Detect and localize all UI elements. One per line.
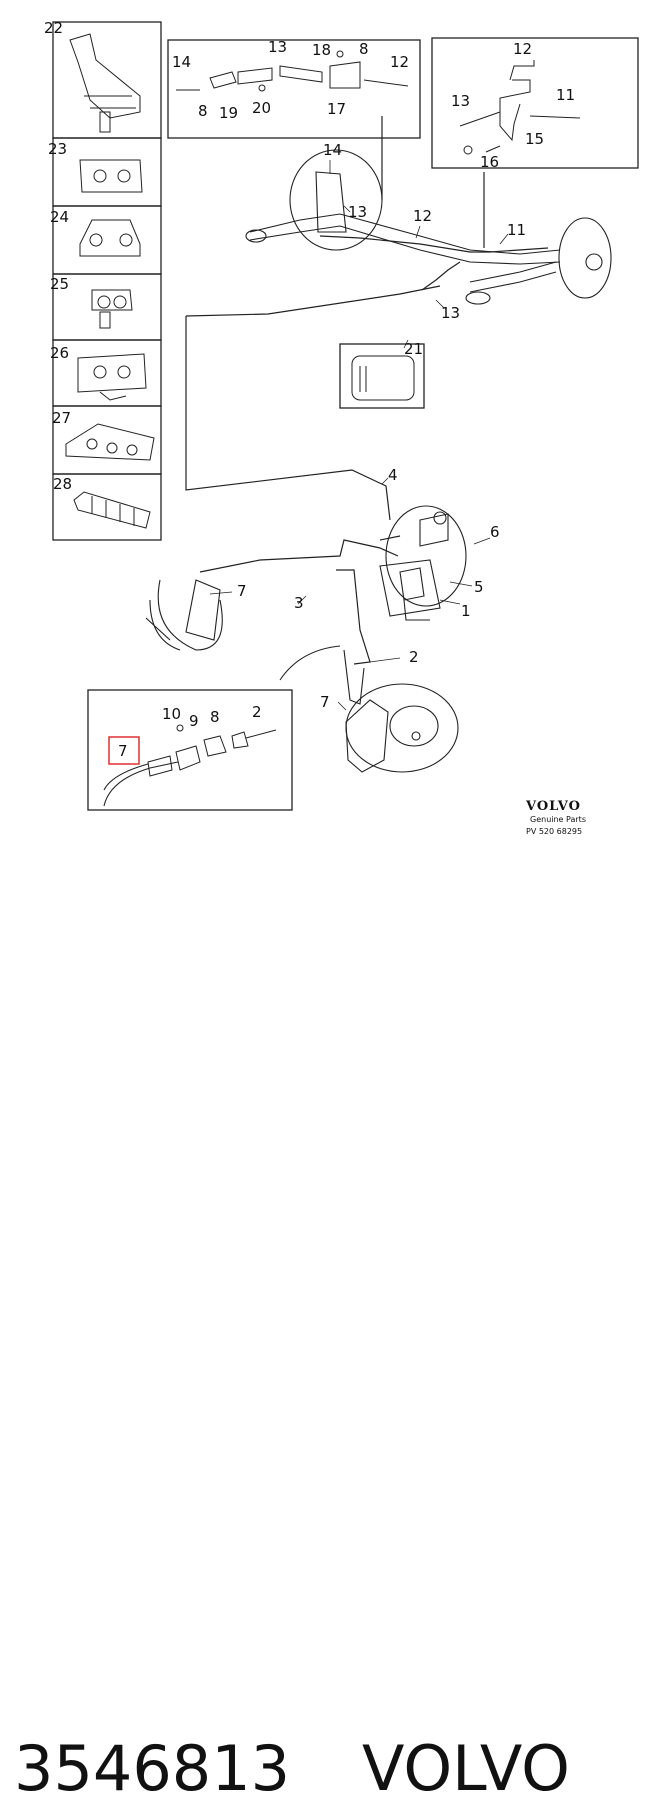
callout-detail-13: 13: [268, 38, 287, 56]
clip-26-drawing: [77, 353, 147, 401]
callout-rear-16: 16: [480, 153, 499, 171]
clip-21-box: [339, 343, 425, 409]
callout-axle-14: 14: [323, 141, 342, 159]
callout-labels: 22 23 24 25 26 27 28 14 13 18 8 12 8 19 …: [44, 19, 575, 760]
callout-rear-13: 13: [451, 92, 470, 110]
callout-23: 23: [48, 140, 67, 158]
callout-axle-13b: 13: [441, 304, 460, 322]
clip-22-drawing: [69, 33, 141, 133]
callout-detail-20: 20: [252, 99, 271, 117]
part-number: 3546813: [14, 1732, 291, 1805]
callout-hose-7b: 7: [320, 693, 330, 711]
callout-27: 27: [52, 409, 71, 427]
manufacturer-name: VOLVO: [362, 1732, 570, 1805]
clip-24-drawing: [79, 219, 141, 257]
callout-detail-17: 17: [327, 100, 346, 118]
brand-genuine: Genuine Parts: [530, 815, 586, 824]
front-left-brake-disc: [145, 579, 223, 651]
callout-rear-11: 11: [556, 86, 575, 104]
callout-detail-19: 19: [219, 104, 238, 122]
callout-master-1: 1: [461, 602, 471, 620]
callout-detail-14: 14: [172, 53, 191, 71]
callout-highlight-7: 7: [118, 742, 128, 760]
callout-clip-21: 21: [404, 340, 423, 358]
brand-code: PV 520 68295: [526, 827, 582, 836]
callout-axle-11: 11: [507, 221, 526, 239]
front-brake-lines: [199, 535, 401, 665]
clip-23-drawing: [79, 159, 143, 193]
clip-27-drawing: [65, 423, 155, 461]
brake-line-exploded-diagram: 22 23 24 25 26 27 28 14 13 18 8 12 8 19 …: [44, 19, 639, 836]
rear-axle-assembly: [245, 149, 612, 305]
footer-caption: 3546813 VOLVO: [0, 850, 657, 1800]
callout-rear-12: 12: [513, 40, 532, 58]
front-right-brake-disc: [279, 645, 459, 773]
hose-detail-box: [167, 39, 421, 139]
callout-26: 26: [50, 344, 69, 362]
callout-line-3: 3: [294, 594, 304, 612]
rear-connector-detail-box: [431, 37, 639, 169]
callout-leaders: [209, 160, 509, 711]
callout-bolt-10: 10: [162, 705, 181, 723]
callout-detail-8b: 8: [198, 102, 208, 120]
callout-rear-15: 15: [525, 130, 544, 148]
callout-detail-12: 12: [390, 53, 409, 71]
callout-clip-8: 8: [210, 708, 220, 726]
rear-brake-lines: [185, 116, 549, 521]
clip-inset-column: [52, 21, 162, 541]
callout-22: 22: [44, 19, 63, 37]
callout-28: 28: [53, 475, 72, 493]
callout-hose-7a: 7: [237, 582, 247, 600]
brand-logo: VOLVO: [525, 799, 581, 814]
callout-axle-13: 13: [348, 203, 367, 221]
callout-booster-5: 5: [474, 578, 484, 596]
callout-24: 24: [50, 208, 69, 226]
callout-booster-6: 6: [490, 523, 500, 541]
clip-28-drawing: [73, 491, 151, 529]
callout-line-4: 4: [388, 466, 398, 484]
highlight-box: [108, 736, 140, 765]
callout-25: 25: [50, 275, 69, 293]
callout-axle-12: 12: [413, 207, 432, 225]
callout-line-2: 2: [409, 648, 419, 666]
callout-clip-9: 9: [189, 712, 199, 730]
brake-booster-master-cylinder: [379, 505, 467, 621]
clip-25-drawing: [91, 289, 133, 329]
callout-detail-18: 18: [312, 41, 331, 59]
front-hose-detail-box: [87, 689, 293, 811]
callout-detail-8a: 8: [359, 40, 369, 58]
callout-line-2b: 2: [252, 703, 262, 721]
volvo-genuine-parts-stamp: VOLVO Genuine Parts PV 520 68295: [525, 799, 586, 836]
